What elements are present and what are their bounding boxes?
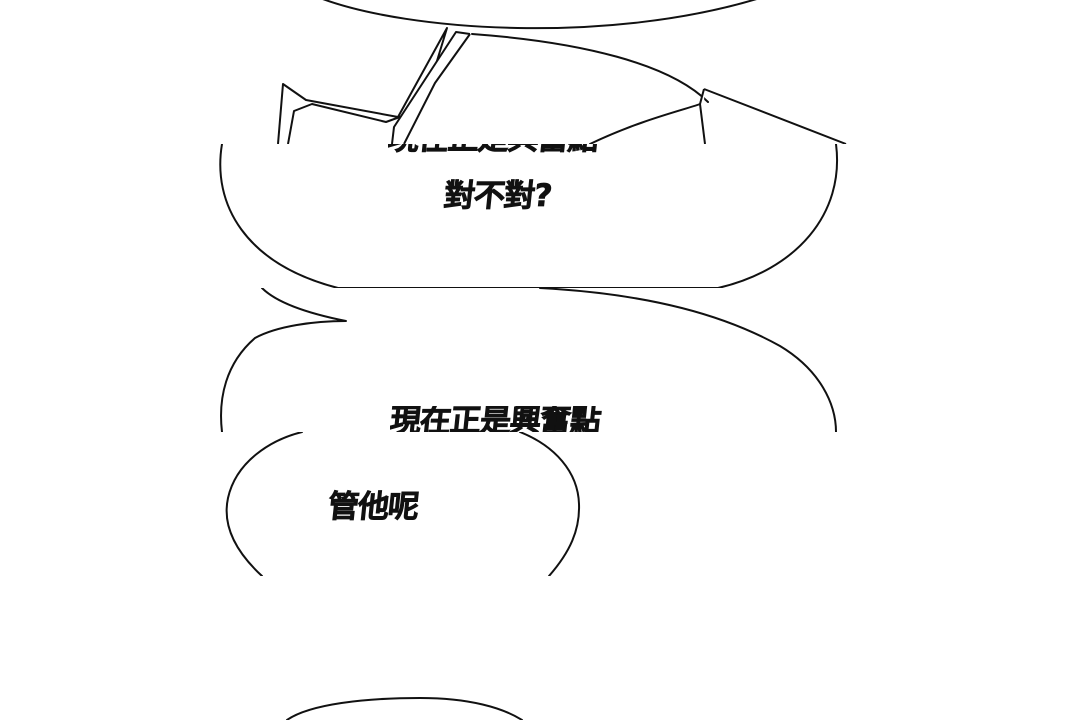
comic-panel-1 [0,0,1080,144]
comic-panel-2: 現在正是興奮點 對不對? [0,144,1080,288]
speech-bubble-text-cut-bottom: 現在正是興奮點 [390,406,602,432]
speech-bubble-body [225,432,581,576]
panel-4-artwork [225,432,581,576]
comic-panel-3: 現在正是興奮點 [0,288,1080,432]
speech-bubble-top-edge [322,0,757,30]
speech-bubble-upper-right-edge [471,33,709,103]
speech-bubble-text-line: 管他呢 [326,489,421,526]
comic-panel-5 [0,576,1080,720]
cropped-dialogue-top-wrapper: 現在正是興奮點 [388,144,668,154]
speech-bubble-tail-inner [391,31,471,144]
panel-3-artwork [220,288,837,432]
speech-bubble-tail-right [699,88,847,144]
panel-5-artwork [286,697,523,720]
speech-bubble-top-edge [286,697,523,720]
cropped-dialogue-bottom-wrapper: 現在正是興奮點 [390,406,670,432]
panel-1-artwork [277,0,847,144]
speech-bubble-text-line: 對不對? [442,178,554,215]
speech-bubble-lower-right-edge [589,103,701,144]
speech-bubble-body [220,288,837,432]
comic-panel-4: 管他呢 [0,432,1080,576]
speech-bubble-body [219,144,839,288]
speech-bubble-text-cut-top: 現在正是興奮點 [388,144,600,154]
panel-2-artwork [219,144,839,288]
